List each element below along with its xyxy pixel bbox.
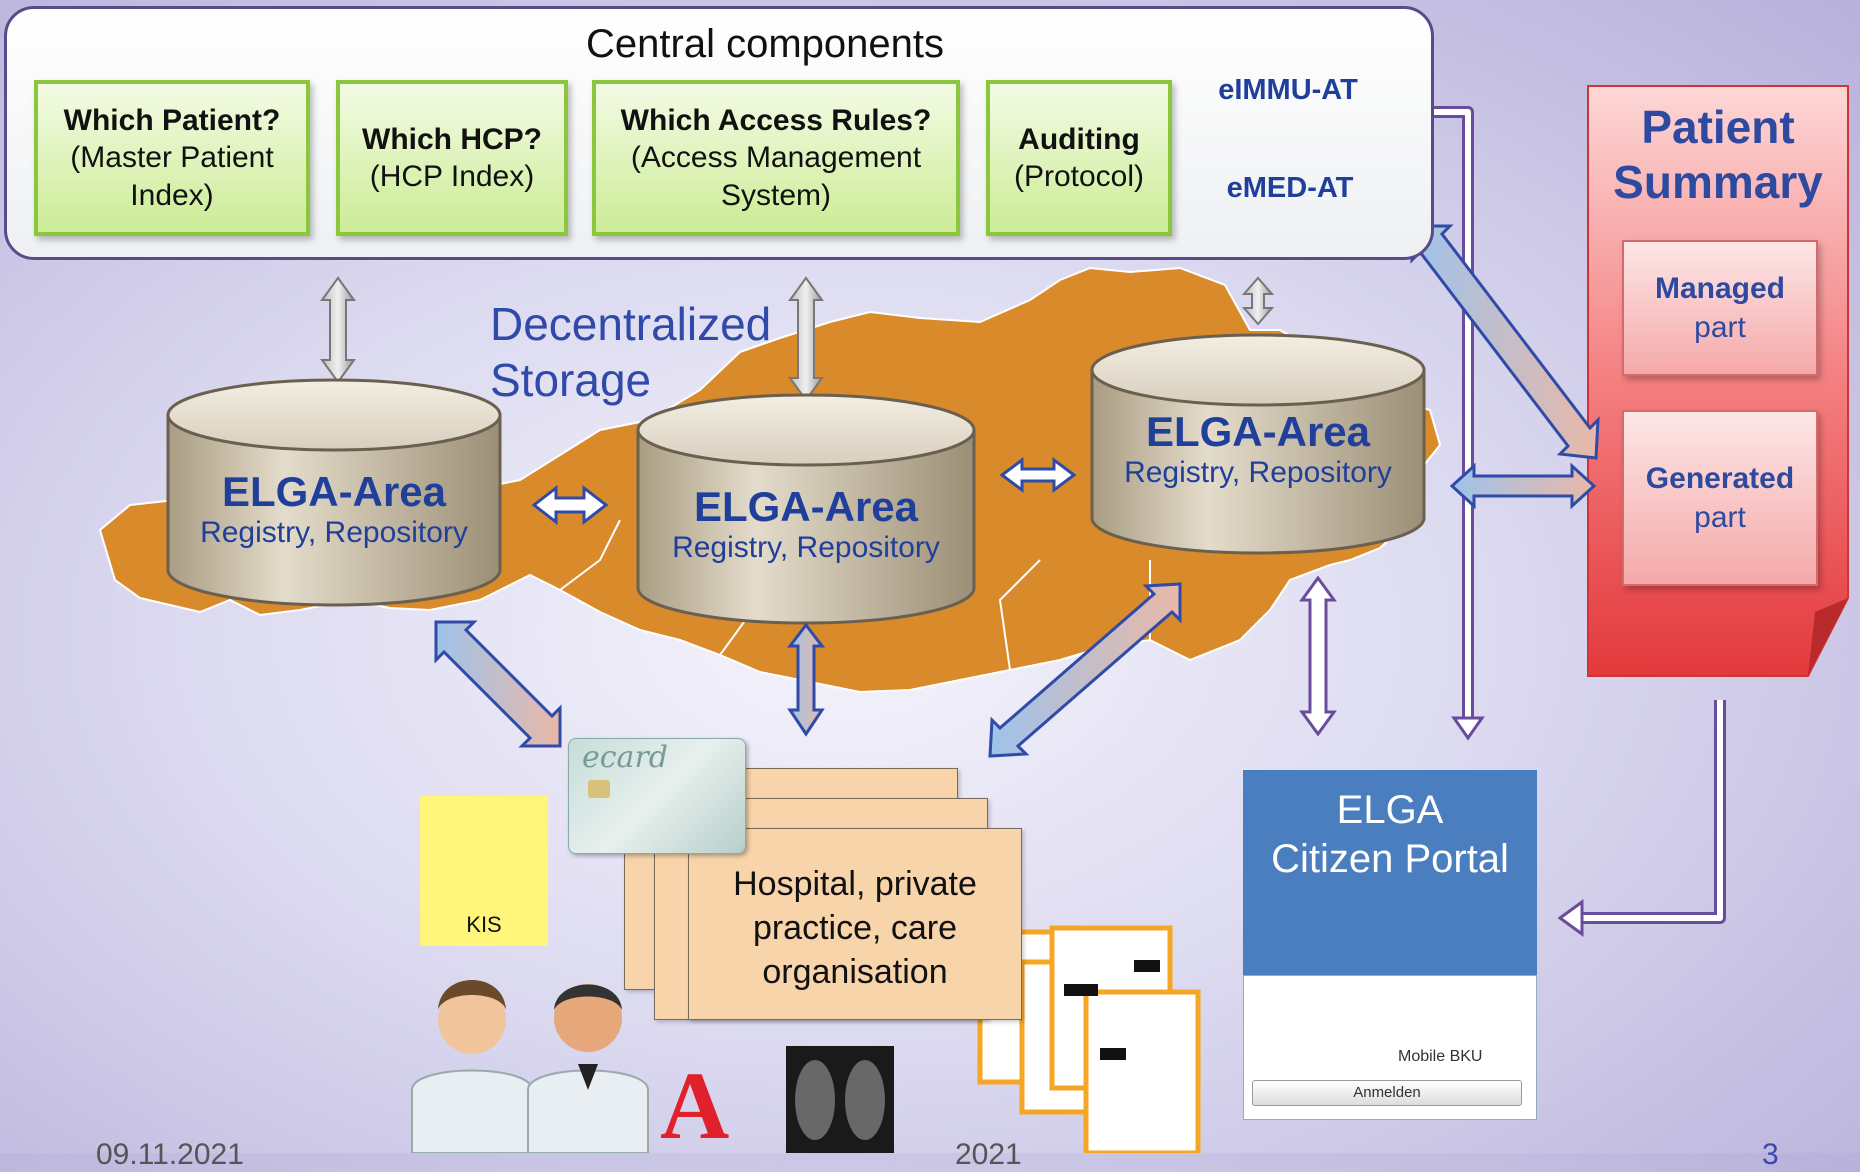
part-subtitle: part	[1694, 311, 1746, 344]
citizen-portal-title: ELGA Citizen Portal	[1243, 786, 1537, 884]
area-title: ELGA-Area	[693, 483, 919, 530]
eimmu-at-label: eIMMU-AT	[1218, 74, 1358, 106]
elga-area-2-label: ELGA-Area Registry, Repository	[638, 483, 974, 565]
page-number: 3	[1762, 1138, 1779, 1171]
kis-badge	[420, 796, 548, 946]
hospital-label: Hospital, private practice, care organis…	[733, 865, 977, 992]
portal-arrow	[1299, 575, 1337, 737]
anmelden-button[interactable]: Anmelden	[1252, 1080, 1522, 1106]
pharmacy-icon: A	[660, 1052, 729, 1153]
elga-area-1-label: ELGA-Area Registry, Repository	[168, 468, 500, 550]
ecard-logo: ecard	[582, 740, 668, 775]
central-components-title: Central components	[586, 22, 944, 66]
kis-label: KIS	[466, 912, 502, 937]
access-management-box: Which Access Rules? (Access Management S…	[592, 80, 960, 236]
part-title: Managed	[1654, 272, 1786, 305]
area-title: ELGA-Area	[221, 468, 447, 515]
box-subtitle: (Access Management System)	[630, 141, 922, 212]
arrowhead-left	[1557, 899, 1584, 937]
area-subtitle: Registry, Repository	[1124, 456, 1392, 489]
elga-area-cylinder-3	[1090, 333, 1426, 555]
part-subtitle: part	[1694, 501, 1746, 534]
area-subtitle: Registry, Repository	[672, 531, 940, 564]
box-subtitle: (HCP Index)	[369, 160, 535, 193]
xray-image	[786, 1046, 894, 1153]
elga-area-3-label: ELGA-Area Registry, Repository	[1092, 408, 1424, 490]
ps-title-line: Summary	[1613, 156, 1823, 209]
portal-line: Citizen Portal	[1271, 836, 1509, 881]
auditing-box: Auditing (Protocol)	[986, 80, 1172, 236]
storage-line: Storage	[490, 354, 652, 407]
footer-center: 2021	[955, 1138, 1022, 1171]
area-link-arrows	[531, 457, 1077, 526]
footer-date: 09.11.2021	[96, 1138, 244, 1171]
area-subtitle: Registry, Repository	[200, 516, 468, 549]
patient-summary-title: Patient Summary	[1588, 100, 1848, 210]
managed-part-box: Managed part	[1622, 240, 1818, 376]
medical-documents	[977, 925, 1201, 1153]
ecard-chip-icon	[588, 780, 610, 798]
ps-title-line: Patient	[1641, 101, 1795, 153]
emed-at-label: eMED-AT	[1226, 172, 1354, 204]
box-title: Which HCP?	[362, 122, 542, 156]
hcp-index-box: Which HCP? (HCP Index)	[336, 80, 568, 236]
generated-part-box: Generated part	[1622, 410, 1818, 586]
doctor-icons	[411, 980, 649, 1153]
decentralized-storage-label: Decentralized Storage	[490, 296, 771, 408]
box-subtitle: (Protocol)	[1013, 160, 1145, 193]
page-curl	[1808, 598, 1848, 676]
area-title: ELGA-Area	[1145, 408, 1371, 455]
box-title: Which Access Rules?	[620, 103, 932, 137]
part-title: Generated	[1645, 462, 1795, 495]
gray-arrows	[320, 276, 1275, 402]
elga-area-cylinder-2	[636, 393, 976, 625]
box-subtitle: (Master Patient Index)	[70, 141, 274, 212]
box-title: Which Patient?	[63, 103, 281, 137]
portal-line: ELGA	[1336, 788, 1444, 832]
decentralized-line: Decentralized	[490, 298, 772, 350]
hospital-card-front	[688, 828, 1022, 1020]
master-patient-index-box: Which Patient? (Master Patient Index)	[34, 80, 310, 236]
elga-area-cylinder-1	[166, 378, 502, 607]
mobile-bku-label: Mobile BKU	[1398, 1048, 1483, 1065]
blue-arrows	[434, 224, 1600, 758]
arrowhead-down	[1451, 716, 1485, 741]
box-title: Auditing	[1018, 122, 1140, 156]
